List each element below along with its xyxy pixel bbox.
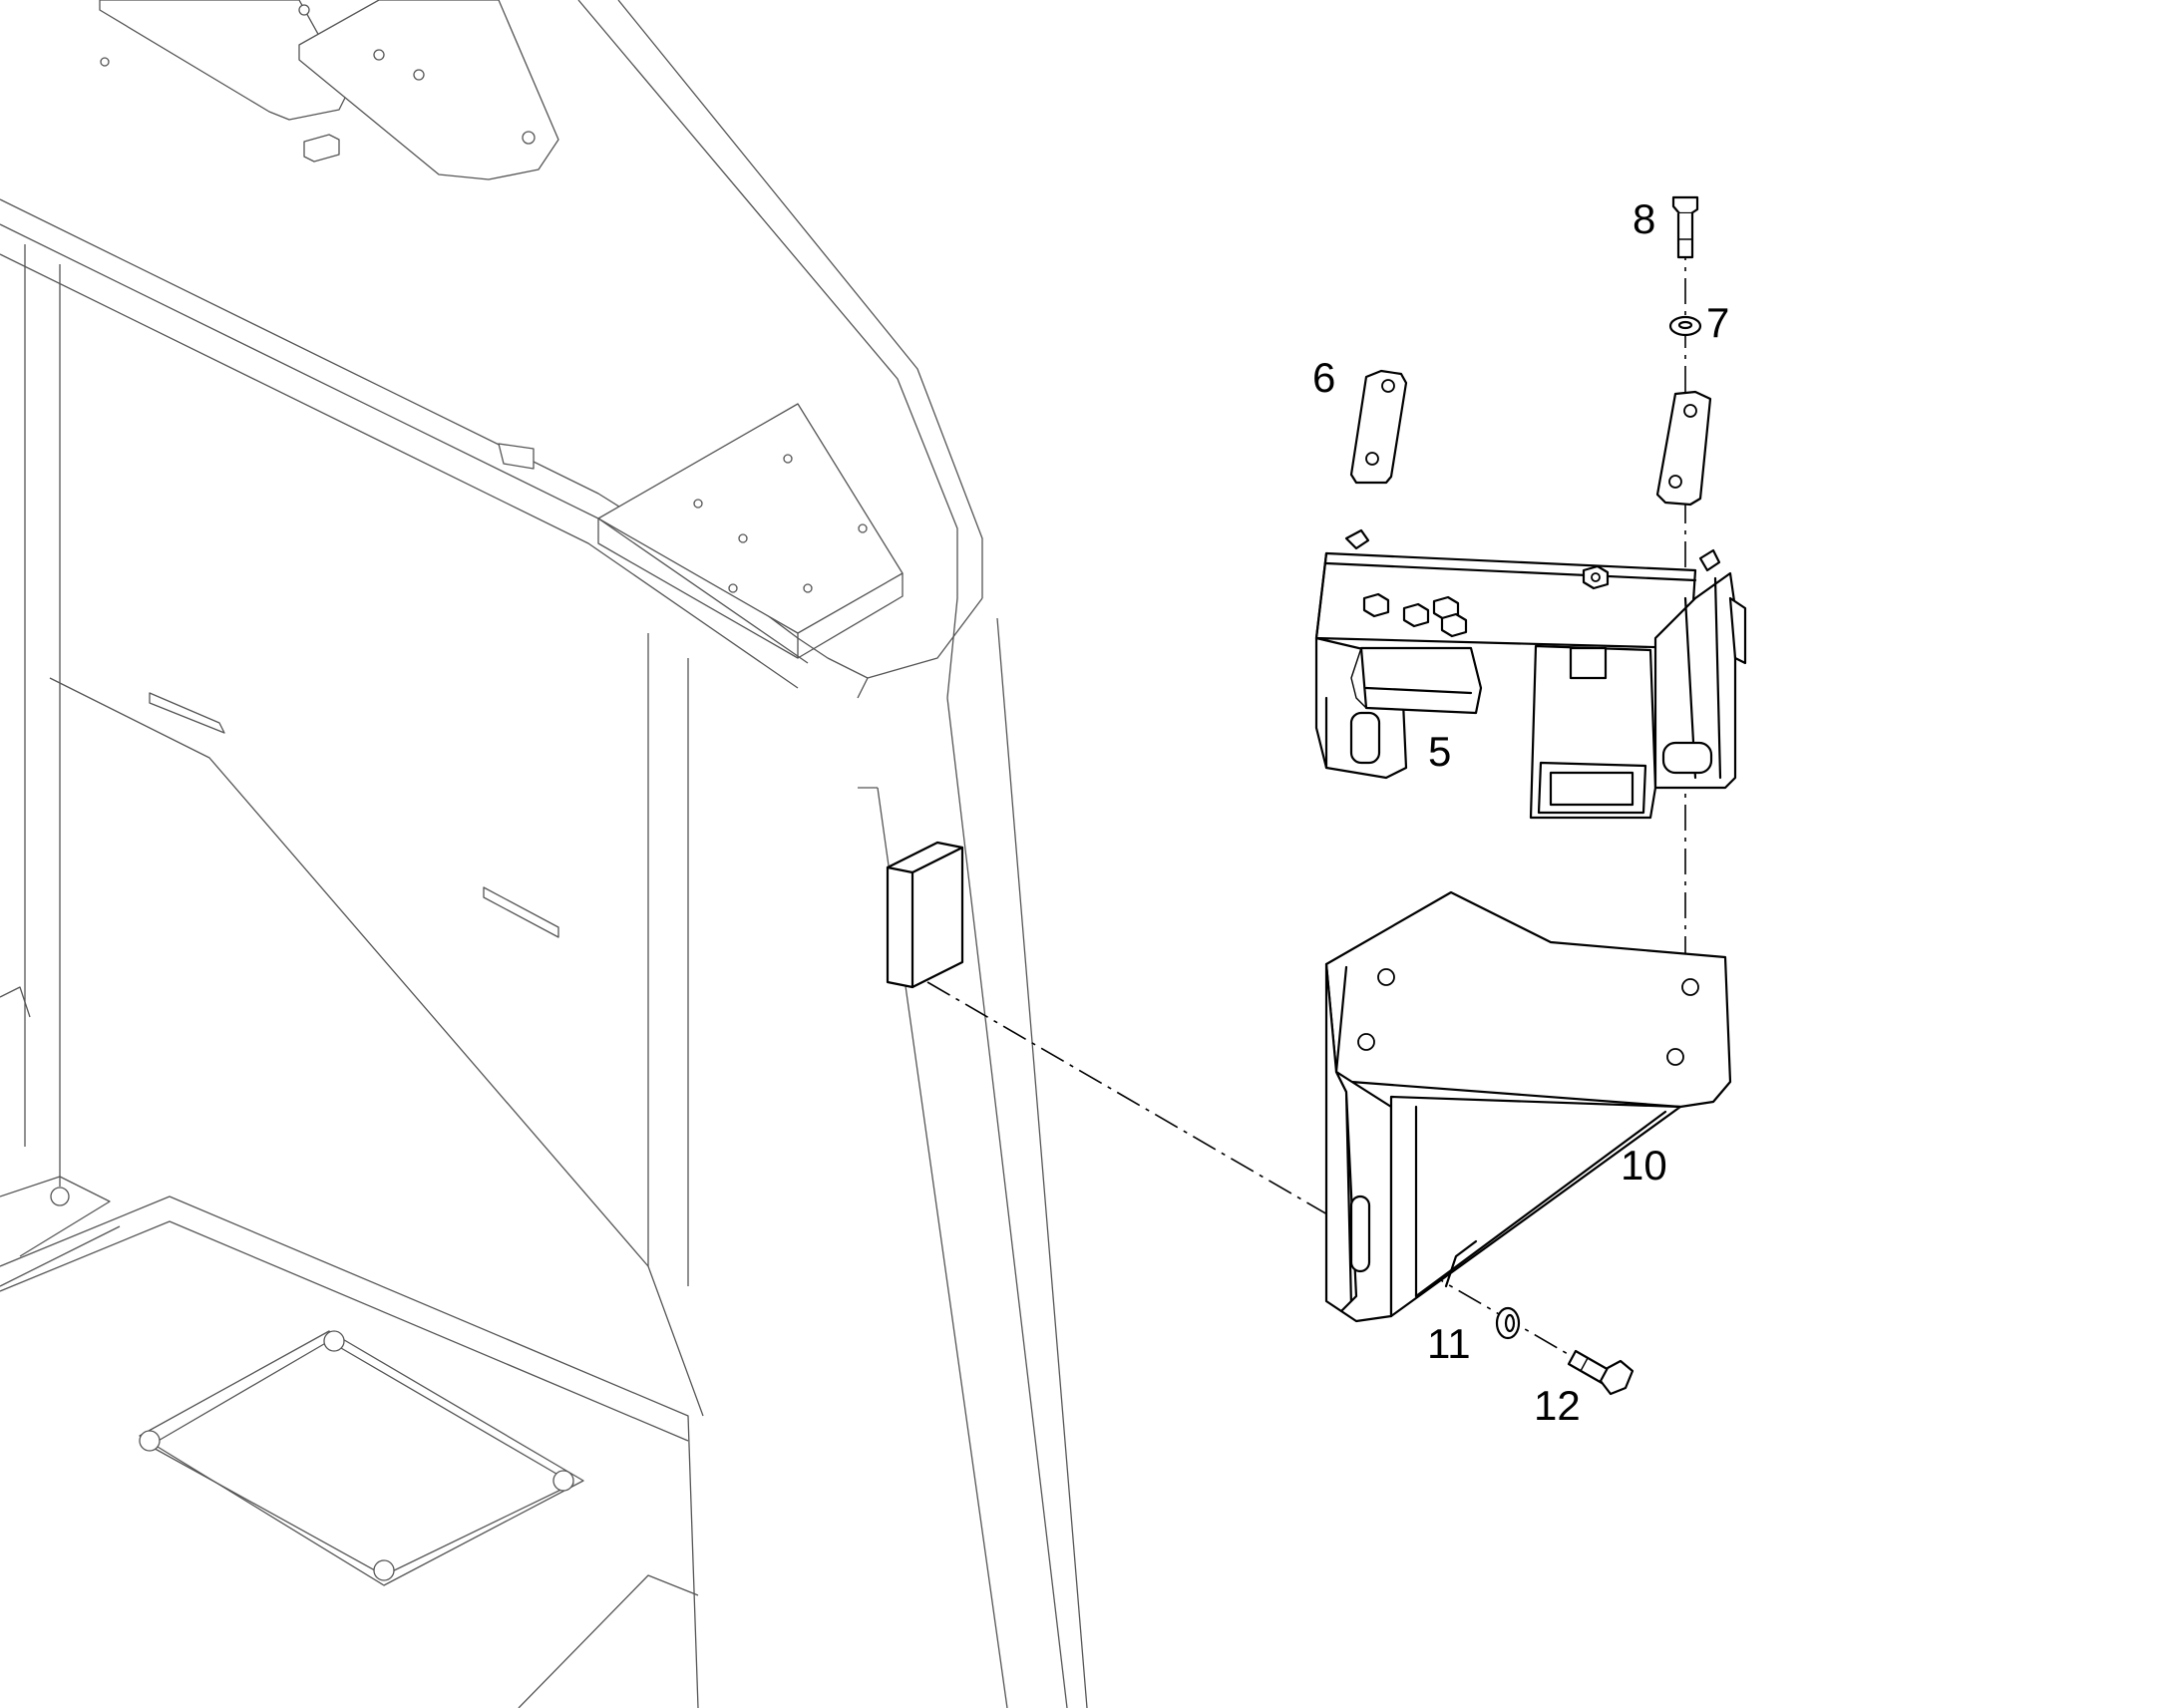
bolt-item-12	[1567, 1349, 1635, 1396]
callout-6: 6	[1312, 354, 1335, 401]
callout-11: 11	[1427, 1320, 1471, 1367]
callout-5: 5	[1428, 728, 1451, 775]
hex-nuts	[1362, 564, 1610, 638]
callout-8: 8	[1633, 195, 1655, 242]
mounting-bracket-item-10	[1324, 890, 1732, 1323]
callout-7: 7	[1706, 299, 1729, 346]
washer-item-11	[1495, 1306, 1521, 1340]
bolt-item-8	[1671, 195, 1699, 259]
callout-10: 10	[1621, 1142, 1667, 1189]
callout-labels: 5 6 7 8 10 11 12	[1312, 195, 1729, 1429]
spacer-plate-item-6	[1349, 369, 1712, 507]
machine-cab-frame	[0, 0, 1088, 1708]
callout-12: 12	[1534, 1382, 1581, 1429]
bracket-assembly-item-5	[1314, 528, 1747, 820]
washer-item-7	[1668, 315, 1702, 337]
